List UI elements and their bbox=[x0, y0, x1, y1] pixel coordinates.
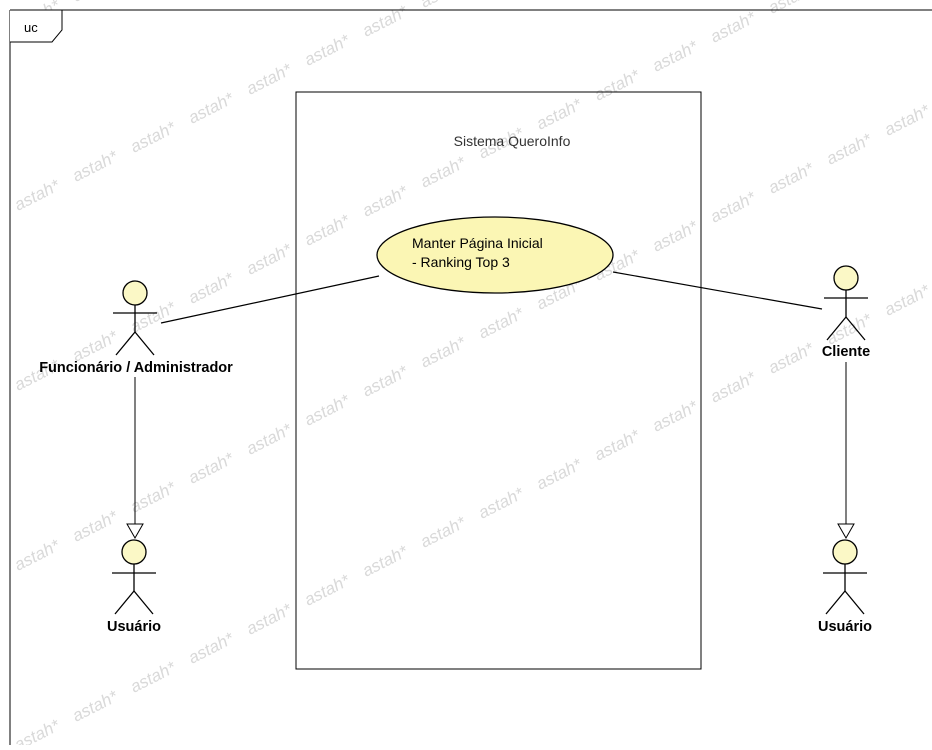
association-funcionario-usecase[interactable] bbox=[160, 275, 380, 324]
use-case-label-line-2: - Ranking Top 3 bbox=[412, 254, 510, 270]
watermark-text: astah* bbox=[707, 7, 760, 46]
system-boundary[interactable]: Sistema QueroInfo bbox=[295, 91, 702, 670]
watermark-text: astah* bbox=[301, 30, 354, 69]
actor-head bbox=[833, 265, 859, 291]
watermark-text: astah* bbox=[359, 541, 412, 580]
actor-funcionario-administrador[interactable]: Funcionário / Administrador bbox=[39, 280, 233, 376]
watermark-text: astah* bbox=[301, 210, 354, 249]
generalization-arrowhead bbox=[126, 523, 144, 540]
watermark-text: astah* bbox=[765, 0, 818, 18]
actor-usuario-right[interactable]: Usuário bbox=[818, 539, 872, 635]
watermark-text: astah* bbox=[185, 268, 238, 307]
frame-tag-box bbox=[10, 9, 63, 43]
watermark-text: astah* bbox=[0, 384, 6, 423]
watermark-text: astah* bbox=[243, 239, 296, 278]
watermark-text: astah* bbox=[591, 65, 644, 104]
watermark-text: astah* bbox=[765, 158, 818, 197]
watermark-text: astah* bbox=[359, 361, 412, 400]
actor-head bbox=[121, 539, 147, 565]
generalizations bbox=[126, 362, 855, 540]
watermark-text: astah* bbox=[243, 599, 296, 638]
watermark-text: astah* bbox=[649, 36, 702, 75]
watermark-text: astah* bbox=[649, 216, 702, 255]
watermark-text: astah* bbox=[881, 100, 932, 139]
watermark-text: astah* bbox=[69, 506, 122, 545]
frame-tag: uc bbox=[24, 20, 38, 35]
association-cliente-usecase[interactable] bbox=[612, 271, 823, 310]
watermark-text: astah* bbox=[243, 419, 296, 458]
watermark-text: astah* bbox=[69, 0, 122, 6]
watermark-text: astah* bbox=[127, 117, 180, 156]
generalization-funcionario-usuario[interactable] bbox=[126, 377, 144, 540]
watermark-text: astah* bbox=[11, 715, 64, 745]
watermark-text: astah* bbox=[417, 332, 470, 371]
watermark-text: astah* bbox=[475, 483, 528, 522]
watermark-text: astah* bbox=[475, 303, 528, 342]
use-case-label-line-1: Manter Página Inicial bbox=[412, 235, 543, 251]
watermark-text: astah* bbox=[301, 390, 354, 429]
watermark-text: astah* bbox=[533, 454, 586, 493]
watermark-text: astah* bbox=[417, 512, 470, 551]
watermark-text: astah* bbox=[185, 448, 238, 487]
watermark-text: astah* bbox=[185, 88, 238, 127]
watermark-text: astah* bbox=[0, 24, 6, 63]
actor-label-usuario-right: Usuário bbox=[818, 619, 872, 635]
system-name: Sistema QueroInfo bbox=[454, 133, 571, 149]
watermark-text: astah* bbox=[185, 628, 238, 667]
watermark-text: astah* bbox=[591, 425, 644, 464]
watermark-text: astah* bbox=[823, 309, 876, 348]
watermark-text: astah* bbox=[11, 535, 64, 574]
associations bbox=[160, 271, 823, 324]
watermark-text: astah* bbox=[11, 175, 64, 214]
watermark-text: astah* bbox=[533, 94, 586, 133]
watermark-text: astah* bbox=[359, 1, 412, 40]
actor-head bbox=[122, 280, 148, 306]
watermark-text: astah* bbox=[881, 280, 932, 319]
watermark-text: astah* bbox=[707, 187, 760, 226]
actor-usuario-left[interactable]: Usuário bbox=[107, 539, 161, 635]
watermark-text: astah* bbox=[0, 564, 6, 603]
generalization-arrowhead bbox=[837, 523, 855, 540]
actor-cliente[interactable]: Cliente bbox=[822, 265, 870, 360]
watermark-text: astah* bbox=[649, 396, 702, 435]
watermark-text: astah* bbox=[765, 338, 818, 377]
watermark-text: astah* bbox=[359, 181, 412, 220]
watermark-text: astah* bbox=[417, 152, 470, 191]
watermark-text: astah* bbox=[243, 59, 296, 98]
actor-label-usuario-left: Usuário bbox=[107, 619, 161, 635]
actor-label-funcionario: Funcionário / Administrador bbox=[39, 360, 233, 376]
watermark-text: astah* bbox=[69, 686, 122, 725]
actor-head bbox=[832, 539, 858, 565]
generalization-cliente-usuario[interactable] bbox=[837, 362, 855, 540]
watermark-text: astah* bbox=[69, 146, 122, 185]
watermark-text: astah* bbox=[707, 367, 760, 406]
use-case-manter-pagina-inicial[interactable]: Manter Página Inicial - Ranking Top 3 bbox=[376, 216, 614, 294]
watermark-text: astah* bbox=[127, 657, 180, 696]
watermark-text: astah* bbox=[823, 129, 876, 168]
actor-label-cliente: Cliente bbox=[822, 344, 870, 360]
watermark-text: astah* bbox=[301, 570, 354, 609]
diagram-frame: uc bbox=[9, 9, 932, 745]
watermark-text: astah* bbox=[0, 204, 6, 243]
